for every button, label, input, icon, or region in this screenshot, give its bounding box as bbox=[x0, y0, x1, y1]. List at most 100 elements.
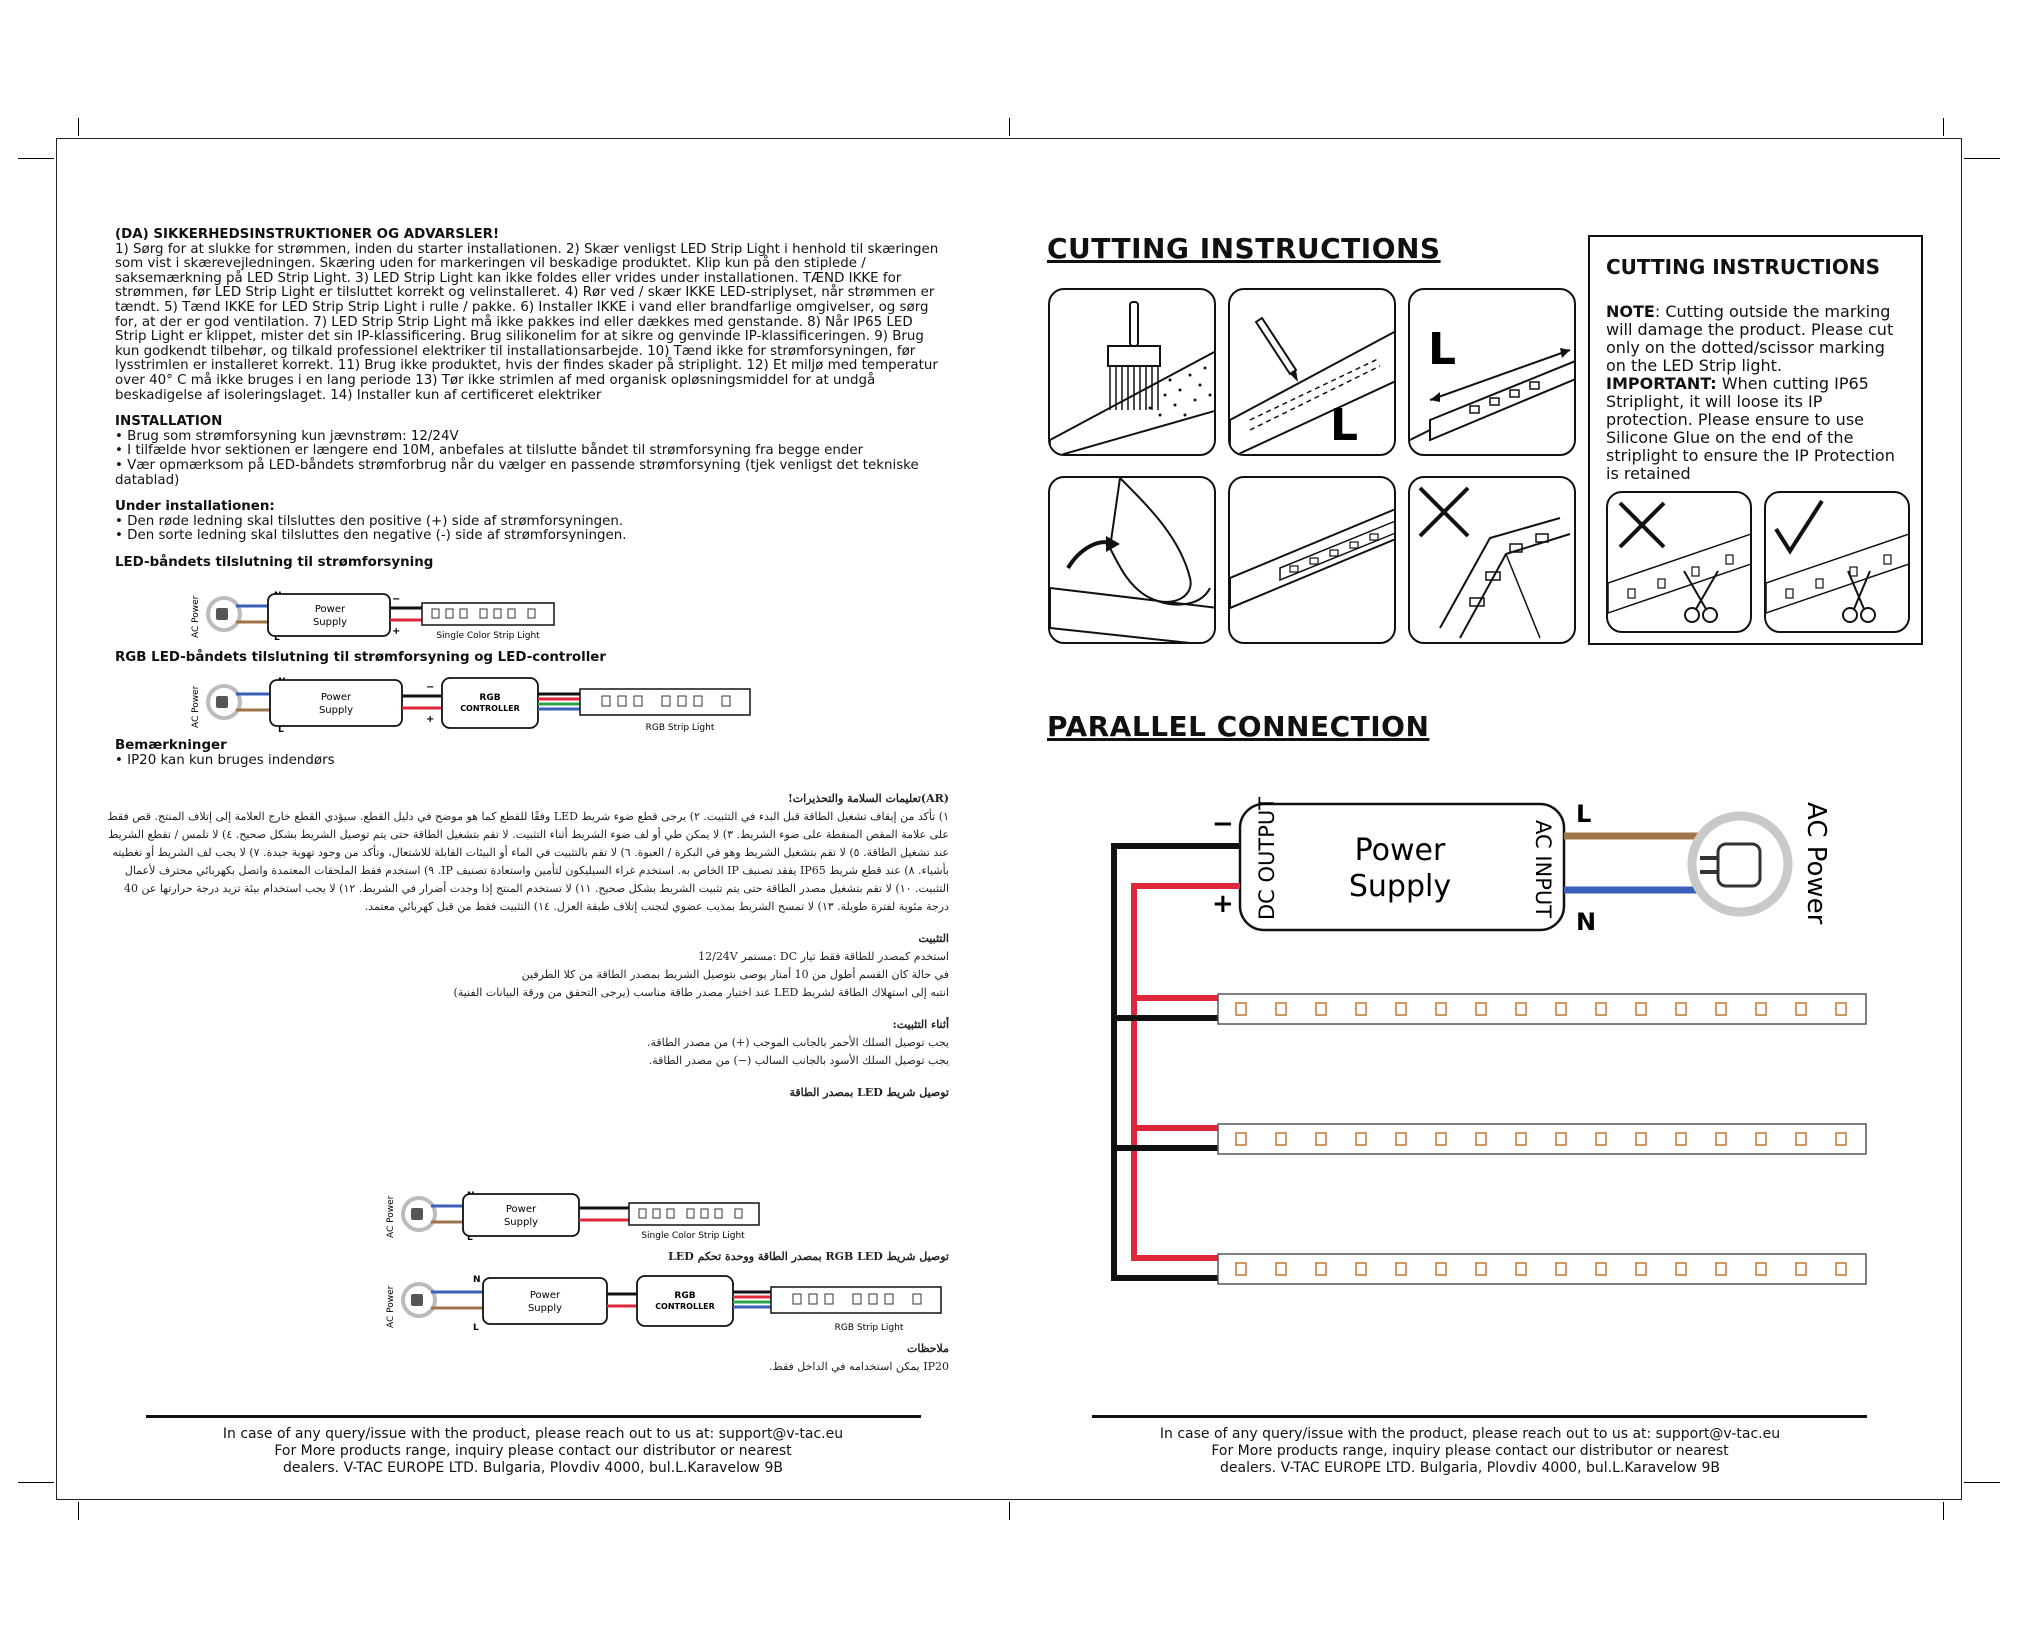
arabic-instructions: (AR)تعليمات السلامة والتحذيرات! ١) تأكد … bbox=[99, 790, 949, 1102]
dc-output-label: DC OUTPUT bbox=[1255, 797, 1279, 920]
da-notes-title: Bemærkninger bbox=[115, 738, 227, 753]
list-item: Vær opmærksom på LED-båndets strømforbru… bbox=[115, 458, 945, 488]
ar-single-diagram: AC Power N L Power Supply Single Color S… bbox=[386, 1191, 760, 1243]
l-label: L bbox=[467, 1233, 473, 1243]
crop-mark bbox=[78, 1502, 79, 1520]
left-footer: In case of any query/issue with the prod… bbox=[203, 1426, 863, 1477]
led-strip-2 bbox=[1217, 1123, 1867, 1155]
crop-mark bbox=[1964, 1482, 2000, 1483]
ac-power-label: AC Power bbox=[191, 595, 201, 638]
ar-body: ١) تأكد من إيقاف تشغيل الطاقة قبل البدء … bbox=[107, 810, 949, 913]
ar-rgb-title: توصيل شريط RGB LED بمصدر الطاقة ووحدة تح… bbox=[668, 1250, 949, 1263]
panel-l-label: L bbox=[1428, 324, 1456, 375]
rgb-label: RGB bbox=[479, 693, 500, 703]
list-item: في حالة كان القسم أطول من 10 أمتار يوصى … bbox=[521, 968, 949, 981]
list-item: يجب توصيل السلك الأحمر بالجانب الموجب (+… bbox=[646, 1036, 949, 1049]
cutting-panel-3: L bbox=[1408, 288, 1576, 456]
important-text: When cutting IP65 Striplight, it will lo… bbox=[1606, 374, 1895, 483]
cutting-panel-5 bbox=[1228, 476, 1396, 644]
ac-input-label: AC INPUT bbox=[1531, 820, 1555, 918]
cutting-heading: CUTTING INSTRUCTIONS bbox=[1047, 232, 1441, 265]
parallel-diagram: DC OUTPUT AC INPUT Power Supply − + L N … bbox=[1111, 797, 1867, 1285]
ar-rgb-diagram: AC Power N L Power Supply RGB CONTROLLER… bbox=[386, 1275, 942, 1333]
ar-install-title: التثبيت bbox=[918, 932, 950, 945]
da-under-list: Den røde ledning skal tilsluttes den pos… bbox=[115, 514, 945, 544]
minus-label: − bbox=[1212, 809, 1234, 839]
da-install-title: INSTALLATION bbox=[115, 414, 223, 430]
list-item: I tilfælde hvor sektionen er længere end… bbox=[115, 444, 945, 459]
ar-led-title: توصيل شريط LED بمصدر الطاقة bbox=[789, 1086, 949, 1099]
ar-under-title: أثناء التثبيت: bbox=[892, 1018, 949, 1031]
right-footer: In case of any query/issue with the prod… bbox=[1140, 1426, 1800, 1477]
list-item: استخدم كمصدر للطاقة فقط تيار DC :مستمر 1… bbox=[698, 950, 949, 963]
note-label: NOTE bbox=[1606, 302, 1655, 321]
plus-label: + bbox=[1212, 889, 1234, 919]
controller-label: CONTROLLER bbox=[460, 704, 520, 713]
single-strip-label: Single Color Strip Light bbox=[641, 1231, 745, 1241]
da-rgb-diagram: AC Power N L Power Supply − + RGB CONTRO… bbox=[191, 677, 751, 735]
crop-mark bbox=[78, 118, 79, 136]
note-text: : Cutting outside the marking will damag… bbox=[1606, 302, 1894, 375]
power-label: Power bbox=[1355, 833, 1446, 868]
list-item: Den røde ledning skal tilsluttes den pos… bbox=[115, 514, 945, 530]
rgb-strip-label: RGB Strip Light bbox=[646, 723, 715, 733]
cutting-panel-4 bbox=[1048, 476, 1216, 644]
footer-line: dealers. V-TAC EUROPE LTD. Bulgaria, Plo… bbox=[1220, 1460, 1720, 1476]
footer-line: In case of any query/issue with the prod… bbox=[1159, 1426, 1781, 1442]
panel-l-label: L bbox=[1330, 400, 1358, 451]
cutting-note-text: NOTE: Cutting outside the marking will d… bbox=[1606, 303, 1905, 483]
da-notes: Bemærkninger IP20 kan kun bruges indendø… bbox=[115, 738, 945, 769]
l-label: L bbox=[278, 725, 284, 735]
footer-line: dealers. V-TAC EUROPE LTD. Bulgaria, Plo… bbox=[283, 1460, 783, 1476]
supply-label: Supply bbox=[319, 705, 353, 716]
controller-label: CONTROLLER bbox=[655, 1302, 715, 1311]
n-label: N bbox=[473, 1275, 481, 1285]
supply-label: Supply bbox=[313, 617, 347, 628]
ac-power-label: AC Power bbox=[386, 1285, 396, 1328]
list-item: Den sorte ledning skal tilsluttes den ne… bbox=[115, 529, 945, 544]
cutting-panel-6 bbox=[1408, 476, 1576, 644]
footer-line: For More products range, inquiry please … bbox=[1211, 1443, 1729, 1459]
ar-notes: ملاحظات IP20 يمكن استخدامه في الداخل فقط… bbox=[99, 1340, 949, 1376]
cutting-box-title: CUTTING INSTRUCTIONS bbox=[1606, 255, 1880, 279]
list-item: يجب توصيل السلك الأسود بالجانب السالب (−… bbox=[648, 1054, 949, 1067]
rgb-strip-label: RGB Strip Light bbox=[835, 1323, 904, 1333]
list-item: IP20 kan kun bruges indendørs bbox=[115, 753, 945, 769]
cutting-panel-2: L bbox=[1228, 288, 1396, 456]
correct-cut-panel bbox=[1764, 491, 1910, 633]
footer-line: For More products range, inquiry please … bbox=[274, 1443, 792, 1459]
crop-mark bbox=[1009, 1502, 1010, 1520]
crop-mark bbox=[1943, 118, 1944, 136]
wrong-cut-panel bbox=[1606, 491, 1752, 633]
l-label: L bbox=[274, 633, 280, 643]
power-label: Power bbox=[506, 1204, 537, 1215]
n-label: N bbox=[1576, 908, 1596, 936]
page-frame bbox=[56, 138, 1962, 1500]
l-label: L bbox=[473, 1323, 479, 1333]
crop-mark bbox=[18, 1482, 54, 1483]
list-item: IP20 يمكن استخدامه في الداخل فقط. bbox=[769, 1360, 949, 1373]
crop-mark bbox=[1964, 158, 2000, 159]
da-rgb-title: RGB LED-båndets tilslutning til strømfor… bbox=[115, 650, 606, 665]
supply-label: Supply bbox=[528, 1303, 562, 1314]
list-item: انتبه إلى استهلاك الطاقة لشريط LED عند ا… bbox=[453, 986, 949, 999]
ac-power-label: AC Power bbox=[386, 1195, 396, 1238]
important-label: IMPORTANT: bbox=[1606, 374, 1717, 393]
plus-label: + bbox=[392, 626, 400, 637]
da-led-title: LED-båndets tilslutning til strømforsyni… bbox=[115, 554, 434, 570]
minus-label: − bbox=[392, 594, 400, 605]
cutting-note-box: CUTTING INSTRUCTIONS NOTE: Cutting outsi… bbox=[1588, 235, 1923, 645]
ar-title: (AR)تعليمات السلامة والتحذيرات! bbox=[787, 792, 949, 805]
power-label: Power bbox=[315, 604, 346, 615]
cutting-panel-1 bbox=[1048, 288, 1216, 456]
danish-instructions: (DA) SIKKERHEDSINSTRUKTIONER OG ADVARSLE… bbox=[115, 227, 945, 570]
power-label: Power bbox=[530, 1290, 561, 1301]
footer-line: In case of any query/issue with the prod… bbox=[222, 1426, 844, 1442]
da-body: 1) Sørg for at slukke for strømmen, inde… bbox=[115, 241, 939, 403]
single-strip-label: Single Color Strip Light bbox=[436, 631, 540, 641]
left-footer-rule bbox=[146, 1415, 921, 1418]
crop-mark bbox=[1943, 1502, 1944, 1520]
da-under-title: Under installationen: bbox=[115, 499, 275, 515]
list-item: Brug som strømforsyning kun jævnstrøm: 1… bbox=[115, 429, 945, 445]
l-label: L bbox=[1576, 800, 1591, 828]
